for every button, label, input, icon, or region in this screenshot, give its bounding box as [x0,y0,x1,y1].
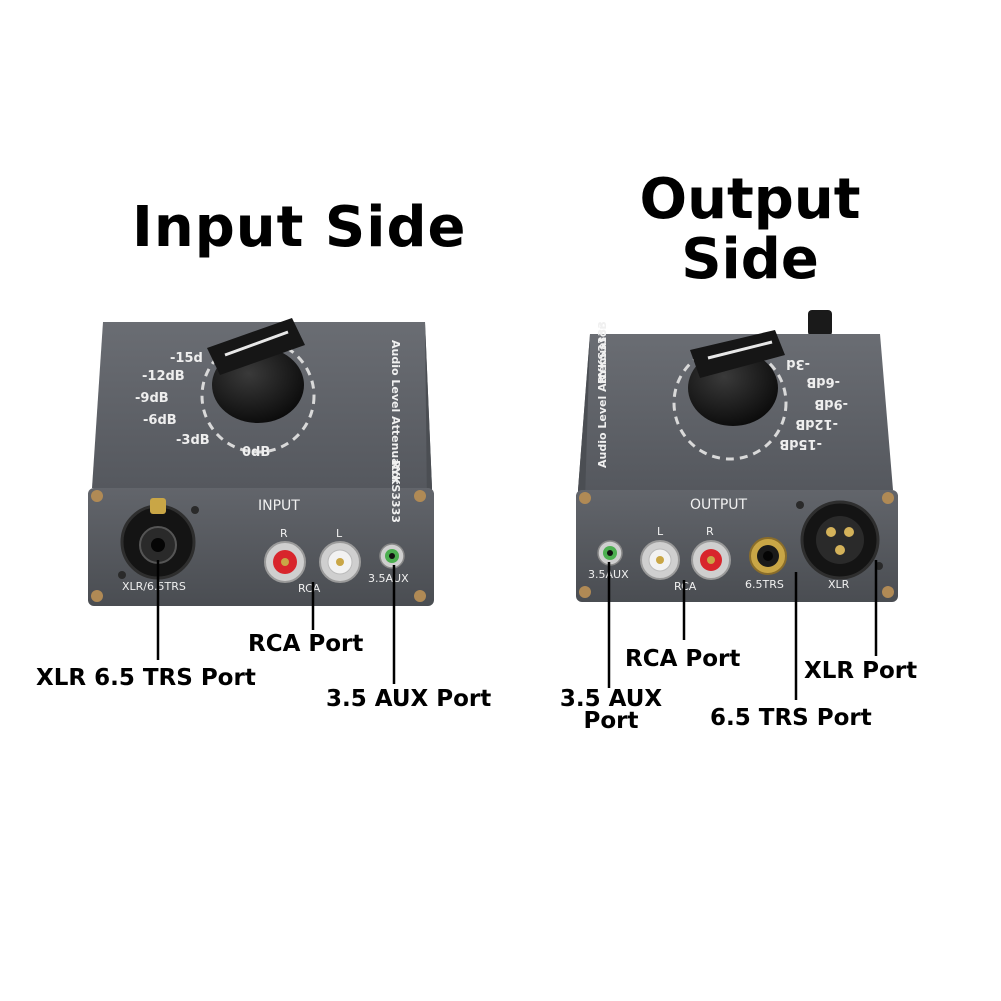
output-trs-label: 6.5TRS [745,578,784,591]
input-dial-ring [200,338,316,454]
output-panel-label: OUTPUT [690,497,748,513]
screw [882,492,894,504]
screw [118,571,126,579]
input-knob-pointer [207,318,305,375]
input-xlr-latch [150,498,166,514]
input-panel-label: INPUT [258,498,300,514]
input-rca-l-pin [336,558,344,566]
input-rca-label: RCA [298,582,321,595]
output-xlr-pin [835,545,845,555]
input-dial-mark: 0dB [242,445,270,460]
screw [579,492,591,504]
input-aux-callout: 3.5 AUX Port [326,686,492,712]
output-aux-callout-line2: Port [583,708,639,734]
screw [91,590,103,602]
output-dial-ring [672,345,788,461]
input-xlr-callout: XLR 6.5 TRS Port [36,665,256,691]
input-dial-mark: -12dB [142,369,185,384]
output-trs-hole [763,551,773,561]
input-knob-indicator [224,330,289,357]
output-aux-callout-line1: 3.5 AUX [559,686,663,712]
input-side-label: Audio Level Attenuator [389,340,402,484]
output-cable-stub [808,310,832,336]
input-rca-r-pin [281,558,289,566]
input-rca-r-label: R [280,527,288,540]
input-rca-l-label: L [336,527,343,540]
output-xlr-inner [816,516,864,564]
screw [414,590,426,602]
screw [414,490,426,502]
input-aux-label: 3.5AUX [368,572,409,585]
input-rca-callout: RCA Port [248,631,364,657]
output-rca-l-label: L [657,525,664,538]
output-trs-callout: 6.5 TRS Port [710,705,872,731]
output-dial-mark: -12dB [795,416,838,431]
input-dial-mark: -15d [170,351,203,366]
output-side-label: Audio Level Attenuator [596,324,609,468]
input-dial-mark: -9dB [135,391,169,406]
output-xlr-pin [844,527,854,537]
input-dial-mark: -6dB [143,413,177,428]
screw [579,586,591,598]
screw [882,586,894,598]
input-trs-hole [151,538,165,552]
output-knob-pointer [690,330,785,378]
screw [191,506,199,514]
screw [91,490,103,502]
output-rca-callout: RCA Port [625,646,741,672]
output-dial-mark: -3d [786,356,810,371]
output-knob-indicator [707,340,773,360]
output-rca-l-pin [656,556,664,564]
input-dial-mark: -3dB [176,433,210,448]
input-device: -15d -12dB -9dB -6dB -3dB 0dB Audio Leve… [88,318,434,684]
output-aux-hole [607,550,613,556]
output-dial-mark: -15dB [779,436,822,451]
output-rca-r-pin [707,556,715,564]
output-side-title: Output Side [600,170,900,290]
output-aux-callout: 3.5 AUX Port [556,686,666,734]
input-xlr-label: XLR/6.5TRS [122,580,186,593]
output-side-title-line1: Output [639,167,861,232]
output-model-label: RYKS3333 [596,321,609,384]
input-model-label: RYKS3333 [389,460,402,523]
output-device: -3d -6dB -9dB -12dB -15dB Audio Level At… [576,310,898,700]
output-xlr-label: XLR [828,578,850,591]
input-side-title: Input Side [132,195,467,260]
output-rca-label: RCA [674,580,697,593]
output-xlr-pin [826,527,836,537]
input-aux-hole [389,553,395,559]
output-side-title-line2: Side [681,227,819,292]
output-dial-mark: -9dB [814,396,848,411]
output-xlr-callout: XLR Port [804,658,918,684]
screw [796,501,804,509]
output-rca-r-label: R [706,525,714,538]
output-dial-mark: -6dB [806,374,840,389]
